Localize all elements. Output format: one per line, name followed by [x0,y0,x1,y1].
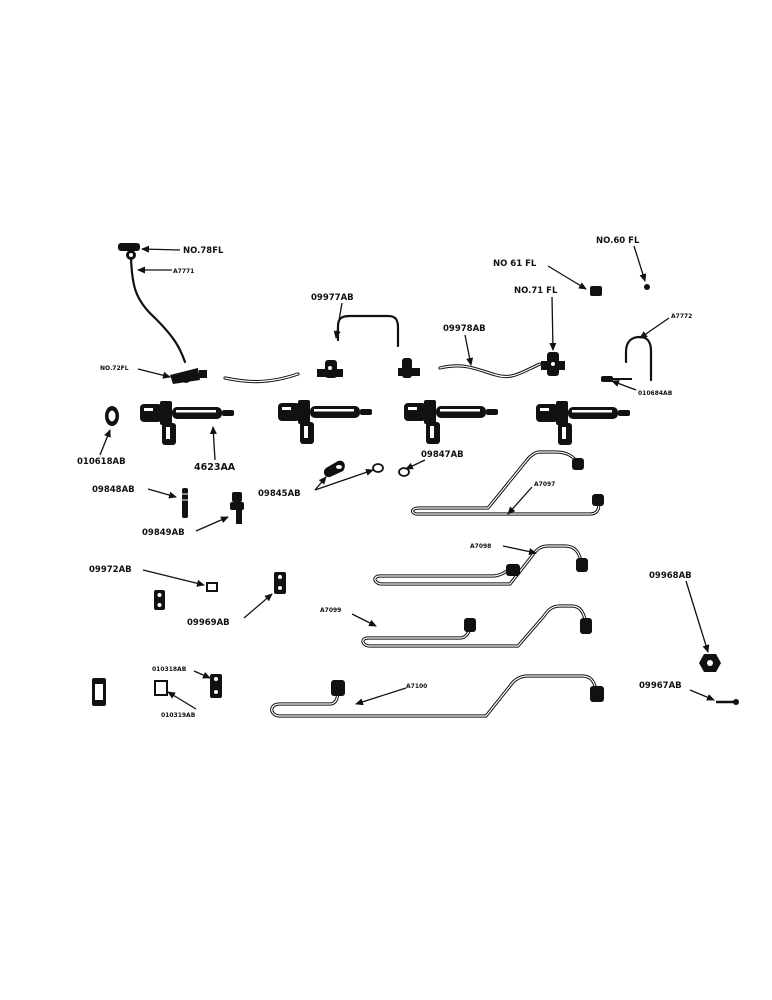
label-71fl: NO.71 FL [514,286,558,296]
injector-4 [536,401,630,445]
o-ring-09847ab [372,463,384,473]
pin-09967ab [716,699,739,705]
injection-pipe-a7100 [270,674,604,718]
label-09849ab: 09849AB [142,528,185,538]
label-09977ab: 09977AB [311,293,354,303]
injection-pipe-a7098 [373,544,588,586]
part-60fl [644,284,650,290]
label-a7098: A7098 [470,543,491,550]
label-60fl: NO.60 FL [596,236,640,246]
banjo-fitting-2 [317,360,343,378]
label-a7771: A7771 [173,268,194,275]
label-a7772: A7772 [671,313,692,320]
label-a7100: A7100 [406,683,427,690]
clamp-plate-bottom-left [92,678,106,706]
leak-off-pipe-a7771 [129,256,187,364]
label-61fl: NO 61 FL [493,259,537,269]
injection-pipe-a7099 [361,604,592,648]
clamp-plate-09969ab [274,572,286,594]
seal-09845ab [323,460,345,478]
label-09967ab: 09967AB [639,681,682,691]
clamp-plate-left [154,590,165,610]
injector-2 [278,400,372,444]
bolt-09849ab [230,492,244,524]
label-09978ab: 09978AB [443,324,486,334]
leak-pipe-09977ab [336,314,400,348]
banjo-fitting-78fl [118,243,140,260]
label-4623aa: 4623AA [194,462,236,473]
label-010684ab: 010684AB [638,390,673,397]
banjo-fitting-3 [398,358,420,378]
injector-3 [404,400,498,444]
banjo-fitting-71fl [541,352,565,376]
label-a7097: A7097 [534,481,555,488]
injector-4623aa-1 [140,401,234,445]
nut-09968ab [699,654,721,672]
o-ring-09847ab-2 [398,467,410,477]
label-010319ab: 010319AB [161,712,196,719]
label-09968ab: 09968AB [649,571,692,581]
label-09848ab: 09848AB [92,485,135,495]
label-010318ab: 010318AB [152,666,187,673]
label-09845ab: 09845AB [258,489,301,499]
label-a7099: A7099 [320,607,341,614]
banjo-fitting-72fl [170,368,207,384]
label-78fl: NO.78FL [183,246,224,256]
label-09969ab: 09969AB [187,618,230,628]
stud-09848ab [182,488,188,518]
injection-pipe-a7097 [410,450,604,516]
label-09972ab: 09972AB [89,565,132,575]
leader-lines [99,245,715,710]
leak-pipe-1 [223,372,300,384]
clamp-010319ab [154,680,168,696]
label-72fl: NO.72FL [100,365,129,372]
screw-010684ab [601,376,632,382]
clamp-09972ab [206,582,218,592]
leak-pipe-09978ab [438,362,542,379]
return-pipe-a7772 [624,335,653,382]
label-09847ab: 09847AB [421,450,464,460]
clamp-plate-010318ab [210,674,222,698]
nut-61fl [590,286,602,296]
label-010618ab: 010618AB [77,457,126,467]
washer-010618ab [105,406,119,426]
